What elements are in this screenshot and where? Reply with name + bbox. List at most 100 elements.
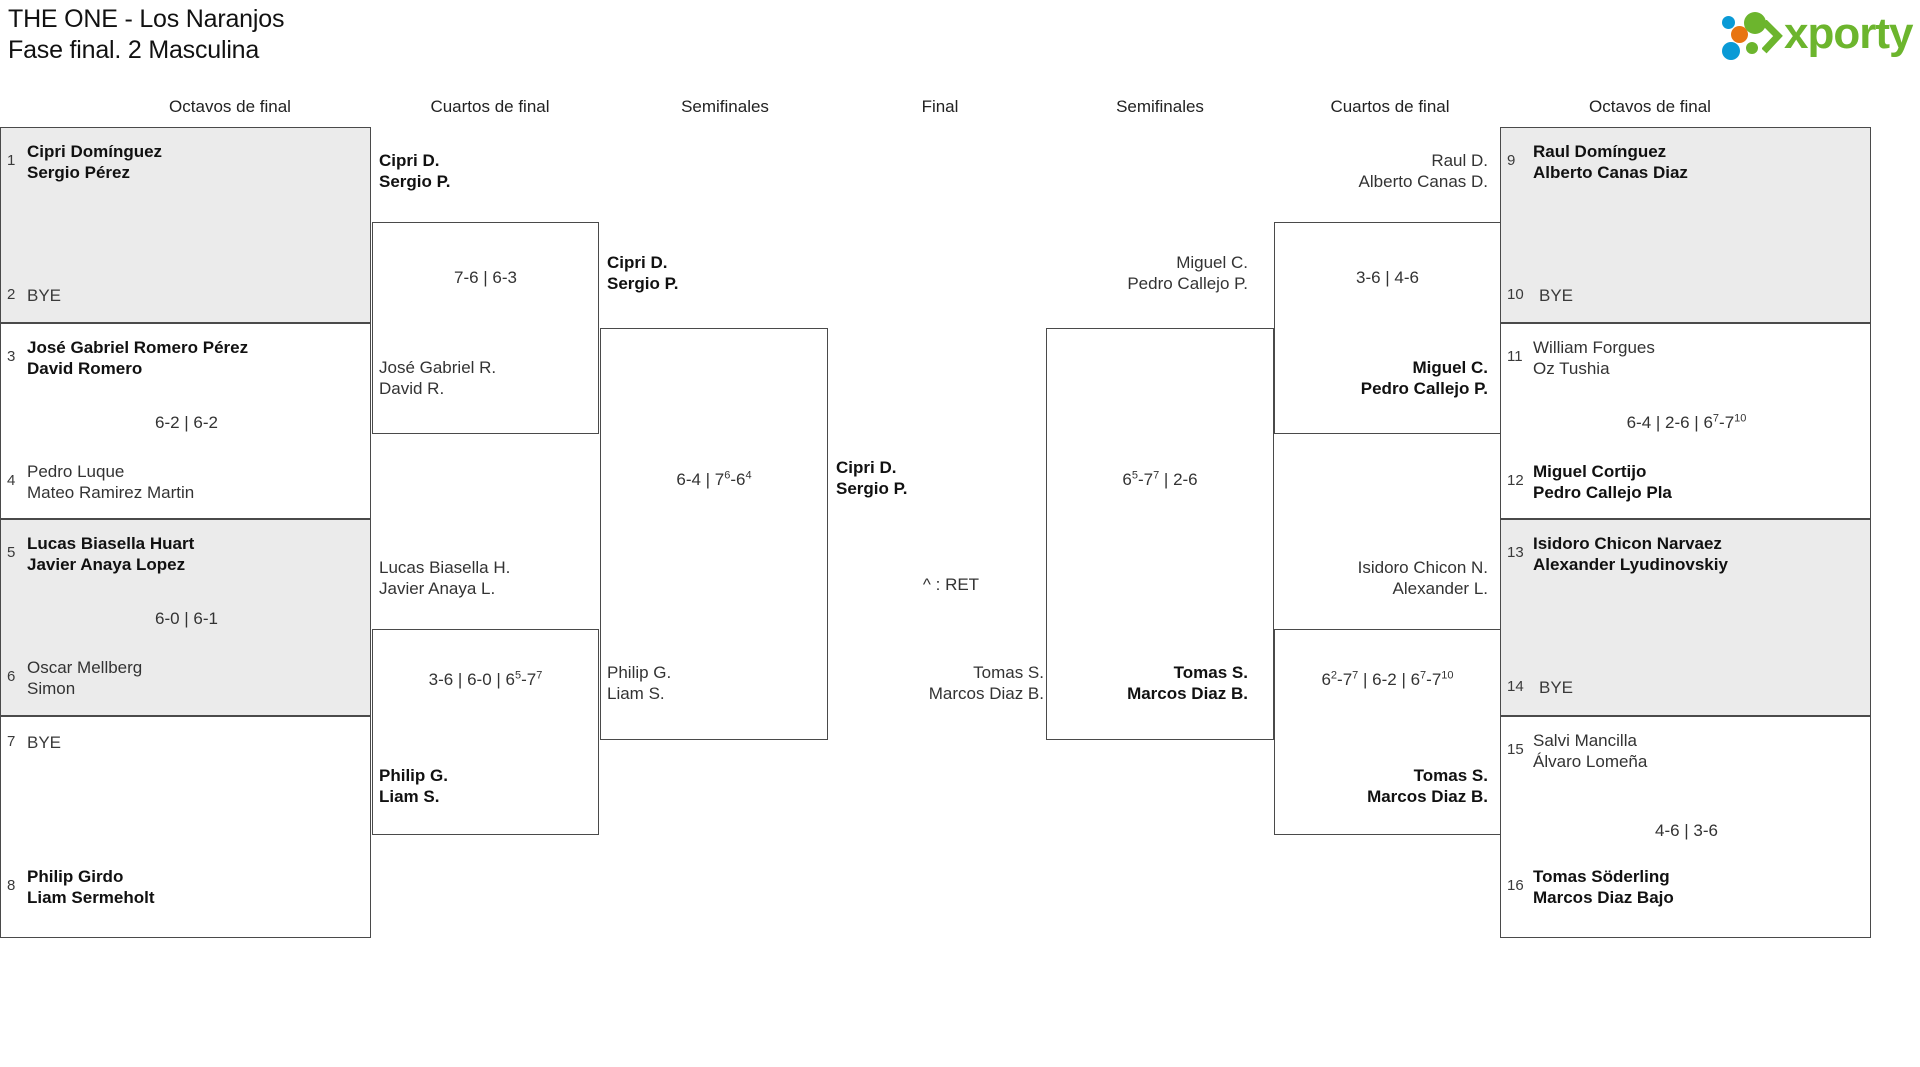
qf-team-names-left-1-bottom: José Gabriel R. David R. — [379, 357, 496, 399]
match-box-r16-7[interactable]: 13 Isidoro Chicon Narvaez Alexander Lyud… — [1500, 519, 1871, 716]
team-names-bottom: Philip Girdo Liam Sermeholt — [27, 866, 155, 908]
player-line-1: Lucas Biasella H. — [379, 558, 511, 577]
qf-score-left-2: 3-6 | 6-0 | 65-77 — [372, 670, 599, 690]
score-text: 6-4 | 76-64 — [676, 469, 752, 489]
player-line-1: Raul Domínguez — [1533, 142, 1667, 161]
match-box-r16-3[interactable]: 5 Lucas Biasella Huart Javier Anaya Lope… — [0, 519, 371, 716]
player-line-2: Marcos Diaz B. — [1367, 787, 1488, 806]
match-box-r16-5[interactable]: 9 Raul Domínguez Alberto Canas Diaz 10 B… — [1500, 127, 1871, 323]
qf-team-names-right-1-top: Raul D. Alberto Canas D. — [1125, 150, 1488, 192]
sf-team-names-left-bottom: Philip G. Liam S. — [607, 662, 671, 704]
player-line-2: Sergio P. — [379, 172, 451, 191]
team-names-top: José Gabriel Romero Pérez David Romero — [27, 337, 248, 379]
page-title: THE ONE - Los Naranjos Fase final. 2 Mas… — [8, 4, 284, 66]
sf-linkbox-left[interactable] — [600, 328, 828, 740]
logo-wordmark: xporty — [1784, 9, 1913, 58]
player-line-2: Marcos Diaz B. — [928, 684, 1044, 703]
player-line-1: Raul D. — [1431, 151, 1488, 170]
player-line-1: Lucas Biasella Huart — [27, 534, 195, 553]
player-line-1: Tomas S. — [973, 663, 1044, 682]
sf-score-left: 6-4 | 76-64 — [600, 470, 828, 490]
team-names-bottom: BYE — [1539, 285, 1573, 306]
match-box-r16-6[interactable]: 11 William Forgues Oz Tushia 6-4 | 2-6 |… — [1500, 323, 1871, 519]
round-header-left-sf: Semifinales — [681, 97, 769, 116]
final-score: ^ : RET — [836, 575, 1066, 595]
round-header-right-r16: Octavos de final — [1589, 97, 1711, 116]
match-box-r16-4[interactable]: 7 BYE 8 Philip Girdo Liam Sermeholt — [0, 716, 371, 938]
round-header-left-r16: Octavos de final — [169, 97, 291, 116]
player-line-1: Salvi Mancilla — [1533, 731, 1637, 750]
player-line-1: Tomas S. — [1413, 766, 1488, 785]
player-line-1: Tomas Söderling — [1533, 867, 1670, 886]
team-names-bottom: BYE — [1539, 677, 1573, 698]
player-line-2: Javier Anaya L. — [379, 579, 496, 598]
seed-number: 16 — [1507, 877, 1524, 894]
logo-dots-icon — [1722, 12, 1783, 64]
seed-number: 6 — [7, 668, 16, 685]
player-line-2: Simon — [27, 679, 76, 698]
player-line-2: Álvaro Lomeña — [1533, 752, 1648, 771]
team-names-bottom: Miguel Cortijo Pedro Callejo Pla — [1533, 461, 1672, 503]
seed-number: 1 — [7, 152, 16, 169]
qf-linkbox-left-2[interactable] — [372, 629, 599, 835]
player-line-2: Alberto Canas Diaz — [1533, 163, 1688, 182]
match-score: 6-4 | 2-6 | 67-710 — [1501, 413, 1872, 433]
seed-number: 3 — [7, 348, 16, 365]
sf-team-names-left-top: Cipri D. Sergio P. — [607, 252, 679, 294]
player-line-2: Alexander Lyudinovskiy — [1533, 555, 1728, 574]
player-line-2: Marcos Diaz B. — [1127, 684, 1248, 703]
seed-number: 14 — [1507, 678, 1524, 695]
qf-linkbox-right-1[interactable] — [1274, 222, 1501, 434]
qf-team-names-right-1-bottom: Miguel C. Pedro Callejo P. — [1125, 357, 1488, 399]
player-line-2: Sergio P. — [836, 479, 908, 498]
team-names-top: Isidoro Chicon Narvaez Alexander Lyudino… — [1533, 533, 1728, 575]
score-text: ^ : RET — [922, 575, 980, 594]
player-line-2: Pedro Callejo P. — [1360, 379, 1488, 398]
seed-number: 11 — [1507, 348, 1523, 365]
sf-linkbox-right[interactable] — [1046, 328, 1274, 740]
player-line-1: William Forgues — [1533, 338, 1655, 357]
phase-name: Fase final. 2 Masculina — [8, 36, 260, 64]
player-line-1: Philip G. — [379, 766, 448, 785]
player-line-1: Miguel Cortijo — [1533, 462, 1647, 481]
seed-number: 7 — [7, 733, 16, 750]
player-line-1: Cipri D. — [836, 458, 897, 477]
seed-number: 10 — [1507, 286, 1524, 303]
player-line-1: BYE — [1539, 678, 1574, 697]
player-line-2: Oz Tushia — [1533, 359, 1610, 378]
team-names-top: William Forgues Oz Tushia — [1533, 337, 1655, 379]
player-line-1: Isidoro Chicon Narvaez — [1533, 534, 1722, 553]
player-line-2: David R. — [379, 379, 445, 398]
player-line-1: Philip Girdo — [27, 867, 124, 886]
player-line-1: Tomas S. — [1173, 663, 1248, 682]
player-line-1: BYE — [27, 286, 62, 305]
player-line-2: Liam S. — [379, 787, 440, 806]
seed-number: 4 — [7, 472, 16, 489]
player-line-2: Pedro Callejo P. — [1127, 274, 1248, 293]
qf-linkbox-left-1[interactable] — [372, 222, 599, 434]
round-header-right-sf: Semifinales — [1116, 97, 1204, 116]
team-names-top: Cipri Domínguez Sergio Pérez — [27, 141, 162, 183]
score-text: 7-6 | 6-3 — [453, 268, 517, 287]
player-line-1: Cipri D. — [607, 253, 668, 272]
qf-team-names-left-2-top: Lucas Biasella H. Javier Anaya L. — [379, 557, 510, 599]
xporty-logo: xporty — [1722, 6, 1913, 66]
player-line-2: Liam Sermeholt — [27, 888, 155, 907]
connector — [599, 327, 601, 328]
player-line-1: Philip G. — [607, 663, 672, 682]
team-names-bottom: Oscar Mellberg Simon — [27, 657, 142, 699]
player-line-1: José Gabriel Romero Pérez — [27, 338, 249, 357]
player-line-1: Miguel C. — [1176, 253, 1248, 272]
score-text: 6-4 | 2-6 | 67-710 — [1626, 412, 1747, 432]
qf-score-right-1: 3-6 | 4-6 — [1274, 268, 1501, 288]
player-line-1: Cipri Domínguez — [27, 142, 163, 161]
match-box-r16-8[interactable]: 15 Salvi Mancilla Álvaro Lomeña 4-6 | 3-… — [1500, 716, 1871, 938]
match-box-r16-1[interactable]: 1 Cipri Domínguez Sergio Pérez 2 BYE — [0, 127, 371, 323]
qf-team-names-right-2-top: Isidoro Chicon N. Alexander L. — [1125, 557, 1488, 599]
match-box-r16-2[interactable]: 3 José Gabriel Romero Pérez David Romero… — [0, 323, 371, 519]
player-line-1: Isidoro Chicon N. — [1357, 558, 1488, 577]
seed-number: 12 — [1507, 472, 1524, 489]
score-text: 65-77 | 2-6 — [1122, 469, 1198, 489]
player-line-1: Cipri D. — [379, 151, 440, 170]
qf-score-right-2: 62-77 | 6-2 | 67-710 — [1274, 670, 1501, 690]
